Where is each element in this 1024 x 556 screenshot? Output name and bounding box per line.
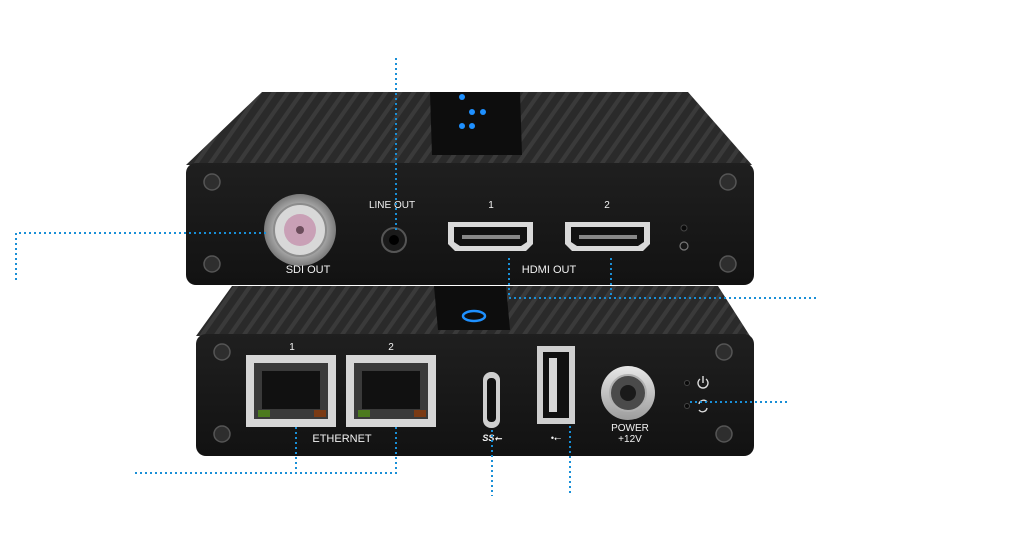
ethernet-label: ETHERNET — [312, 433, 372, 445]
status-led — [680, 224, 688, 232]
led-indicator — [459, 123, 465, 129]
sdi-out-connector — [264, 194, 336, 266]
usb-c-symbol: SS⭠ — [482, 433, 502, 443]
rear-unit: 1 2 ETHERNET SS⭠ •⭠ — [196, 286, 754, 456]
front-unit: SDI OUT LINE OUT 1 2 HDMI OUT — [186, 92, 754, 285]
screw — [715, 425, 733, 443]
ethernet-port-2-number: 2 — [388, 342, 394, 353]
power-connector — [601, 366, 655, 420]
hdmi-port-1-number: 1 — [488, 200, 494, 211]
status-led — [684, 403, 690, 409]
usb-a-port — [537, 346, 575, 424]
power-label: POWER — [611, 423, 649, 434]
callout-lines — [15, 58, 818, 496]
ethernet-port-2 — [346, 355, 436, 427]
screw — [203, 173, 221, 191]
ethernet-port-1 — [246, 355, 336, 427]
led-indicator — [469, 109, 475, 115]
led-indicator — [459, 94, 465, 100]
line-out-label: LINE OUT — [369, 200, 415, 211]
power-icon — [697, 376, 709, 389]
screw — [719, 255, 737, 273]
callout-sdi-out — [15, 232, 268, 280]
usb-c-port — [483, 372, 500, 428]
screw — [213, 425, 231, 443]
hdmi-port-2-number: 2 — [604, 200, 610, 211]
screw — [203, 255, 221, 273]
reset-icon — [679, 241, 689, 251]
rear-label-strip — [434, 286, 510, 330]
screw — [213, 343, 231, 361]
callout-ethernet-2 — [296, 427, 397, 474]
callout-hdmi-out-1 — [508, 258, 818, 299]
logo-glow — [461, 309, 487, 323]
usb-a-symbol: •⭠ — [551, 433, 561, 443]
power-voltage-label: +12V — [618, 434, 642, 445]
ethernet-port-1-number: 1 — [289, 342, 295, 353]
screw — [719, 173, 737, 191]
sdi-out-label: SDI OUT — [286, 264, 331, 276]
hdmi-out-port-2 — [565, 222, 650, 251]
led-indicator — [469, 123, 475, 129]
screw — [715, 343, 733, 361]
led-indicator — [480, 109, 486, 115]
hdmi-out-label: HDMI OUT — [522, 264, 577, 276]
top-label-strip — [430, 92, 522, 155]
hdmi-out-port-1 — [448, 222, 533, 251]
power-led — [684, 380, 690, 386]
